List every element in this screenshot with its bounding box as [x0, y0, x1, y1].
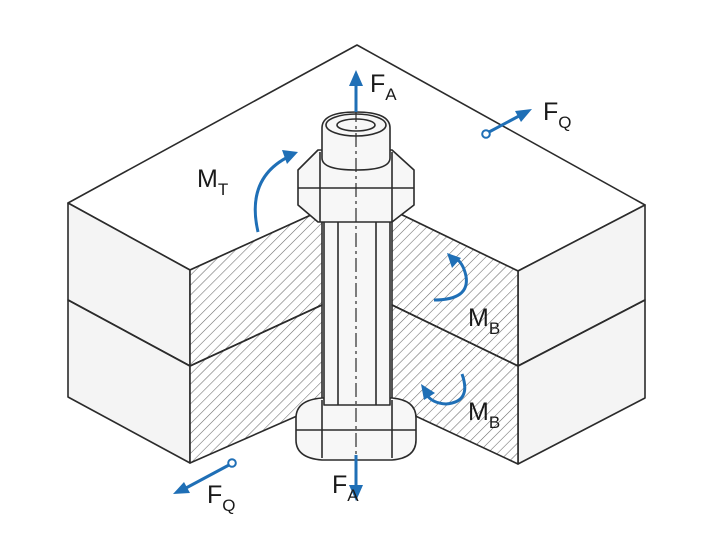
- label-mb-upper: MB: [468, 304, 500, 338]
- label-fq-top: FQ: [543, 98, 572, 132]
- force-fa-top-arrowhead: [349, 70, 363, 86]
- force-fa-bottom-arrowhead: [349, 485, 363, 501]
- moment-mb-upper-arrowhead: [447, 253, 461, 268]
- force-fq-bottom-arrow: [185, 463, 230, 490]
- force-fq-top-arrowhead: [515, 109, 532, 122]
- label-mt: MT: [197, 165, 228, 199]
- moment-mb-lower-arrow: [425, 373, 467, 406]
- label-fq-bottom: FQ: [207, 481, 236, 515]
- force-fq-bottom-origin: [227, 458, 237, 468]
- plate-joint-line-right: [391, 299, 646, 367]
- moment-mt-arrowhead: [282, 150, 298, 164]
- moment-mt-arrow: [253, 156, 287, 233]
- moment-mb-upper-arrow: [433, 255, 468, 302]
- label-fa-bottom: FA: [332, 471, 359, 505]
- force-fq-top-origin: [481, 129, 491, 139]
- moment-mb-lower-arrowhead: [421, 384, 435, 400]
- bolt-shank: [323, 214, 391, 406]
- label-fa-top: FA: [370, 70, 397, 104]
- plate-joint-line: [67, 299, 323, 367]
- label-mb-lower: MB: [468, 398, 500, 432]
- force-fq-bottom-arrowhead: [173, 482, 190, 494]
- force-fq-top-arrow: [488, 114, 520, 134]
